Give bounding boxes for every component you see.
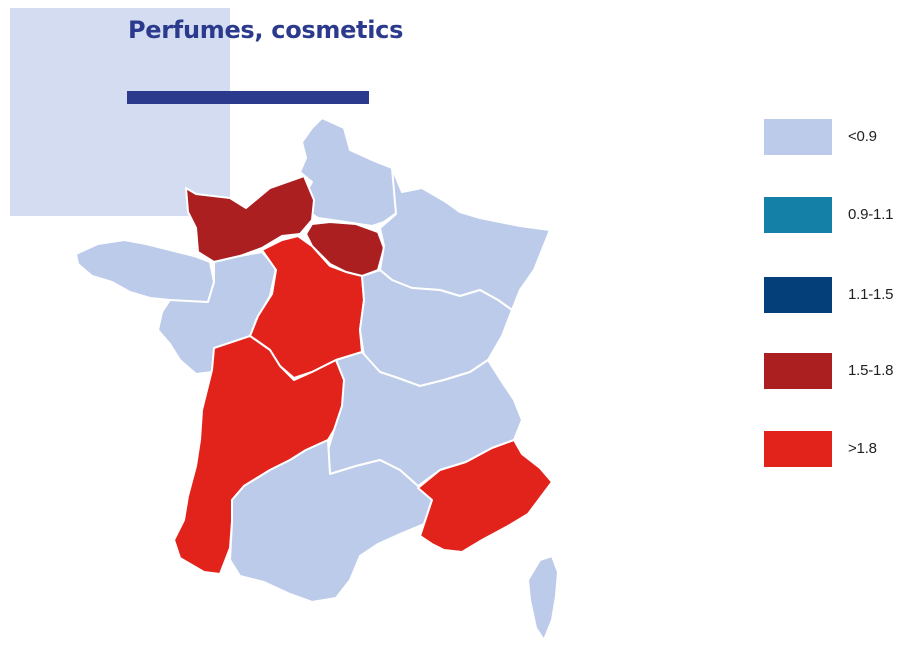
region-provence-alpes-cote-dazur[interactable] [417,439,553,553]
region-bretagne[interactable] [75,239,215,307]
legend-item-lt-0-9: <0.9 [764,119,894,155]
legend-item-gt-1-8: >1.8 [764,431,894,467]
legend-label: 1.1-1.5 [848,286,894,303]
chart-title: Perfumes, cosmetics [128,16,404,44]
legend-label: 0.9-1.1 [848,206,894,223]
legend-swatch [764,431,832,467]
region-hauts-de-france[interactable] [299,117,405,227]
legend-swatch [764,119,832,155]
legend-item-1-5-1-8: 1.5-1.8 [764,353,894,389]
region-corse[interactable] [527,555,559,641]
legend-label: <0.9 [848,128,877,145]
decorative-background-block [10,8,230,216]
region-normandie[interactable] [185,175,315,263]
region-occitanie[interactable] [229,439,433,603]
legend-item-1-1-1-5: 1.1-1.5 [764,277,894,313]
legend-label: 1.5-1.8 [848,362,894,379]
title-underline-bar [127,91,369,104]
legend-label: >1.8 [848,440,877,457]
legend-swatch [764,353,832,389]
legend-swatch [764,197,832,233]
legend-swatch [764,277,832,313]
legend-item-0-9-1-1: 0.9-1.1 [764,197,894,233]
